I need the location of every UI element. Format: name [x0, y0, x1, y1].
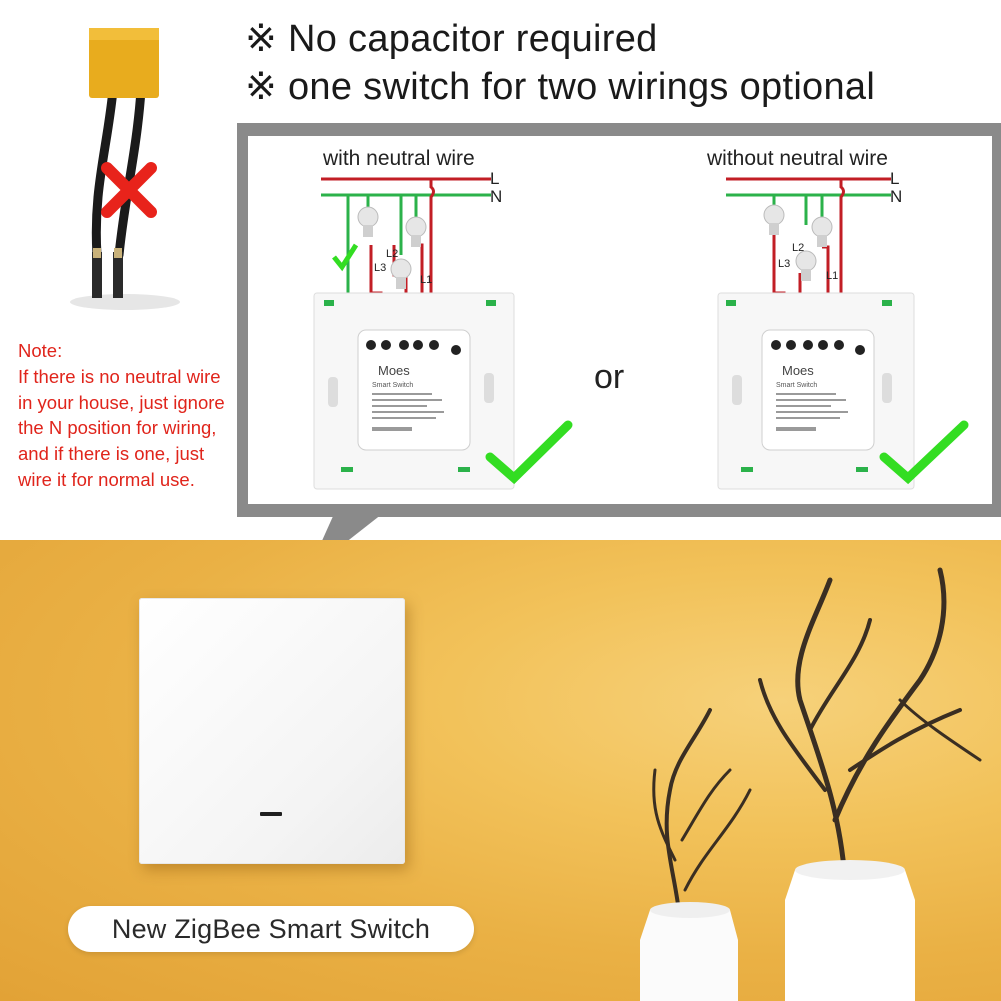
bulb-icon — [795, 250, 817, 281]
module-name: Smart Switch — [776, 382, 817, 389]
module-brand: Moes — [378, 363, 410, 378]
load-label-l3: L3 — [778, 258, 790, 270]
bulb-icon — [390, 258, 412, 289]
headline-no-capacitor: ※ No capacitor required — [245, 18, 658, 60]
check-icon — [332, 243, 359, 272]
or-separator: or — [594, 358, 625, 396]
module-brand: Moes — [782, 363, 814, 378]
smart-switch-panel — [139, 598, 405, 864]
load-label-l2: L2 — [386, 248, 398, 260]
bulb-icon — [763, 204, 785, 235]
product-label: New ZigBee Smart Switch — [111, 913, 431, 944]
line-label-n: N — [490, 187, 502, 206]
cross-icon — [101, 162, 157, 218]
bulb-icon — [405, 216, 427, 247]
switch-indicator-led — [260, 812, 282, 816]
check-icon — [485, 420, 573, 485]
note-body: If there is no neutral wire in your hous… — [18, 365, 225, 490]
note-title: Note: — [18, 340, 63, 361]
load-label-l3: L3 — [374, 262, 386, 274]
wiring-note: Note: If there is no neutral wire in you… — [18, 338, 238, 493]
without-neutral-title: without neutral wire — [707, 147, 888, 170]
product-label-pill: New ZigBee Smart Switch — [68, 906, 474, 952]
with-neutral-title: with neutral wire — [323, 147, 475, 170]
load-label-l2: L2 — [792, 242, 804, 254]
bulb-icon — [811, 216, 833, 247]
capacitor-illustration — [70, 28, 180, 310]
line-label-n: N — [890, 187, 902, 206]
load-label-l1: L1 — [420, 274, 432, 286]
line-label-l: L — [890, 169, 899, 188]
load-label-l1: L1 — [826, 270, 838, 282]
line-label-l: L — [490, 169, 499, 188]
vase-decoration — [640, 567, 982, 1001]
without-neutral-diagram: L N L3 L2 L1 Moes Smart Switch — [717, 169, 969, 490]
check-icon — [879, 420, 969, 485]
with-neutral-diagram: L N L3 L2 L1 Moes Smart Switch — [313, 169, 573, 490]
bulb-icon — [357, 206, 379, 237]
headline-two-wirings: ※ one switch for two wirings optional — [245, 66, 876, 108]
module-name: Smart Switch — [372, 382, 413, 389]
